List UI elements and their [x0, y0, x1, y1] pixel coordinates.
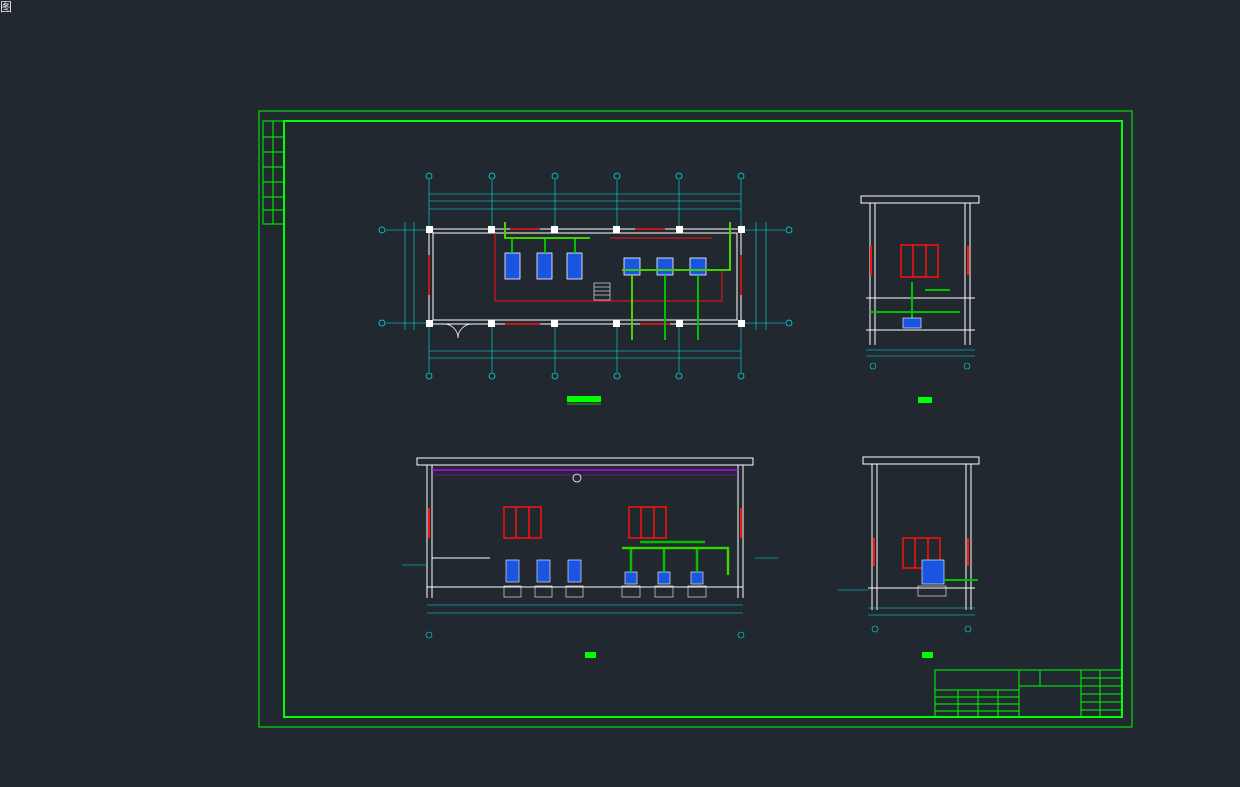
plan-axis-markers	[378, 172, 793, 380]
plan-tanks	[504, 252, 707, 280]
section-3-label	[922, 652, 933, 658]
section-2-pipes	[622, 540, 730, 575]
section-1-view[interactable]	[860, 195, 980, 403]
section-2-pumps	[624, 571, 704, 585]
plan-windows	[428, 228, 742, 325]
section-2-side-windows	[428, 508, 742, 538]
section-3-dimensions	[838, 589, 975, 633]
plan-walls	[428, 228, 742, 325]
app-corner-glyph: 图	[0, 0, 13, 14]
section-2-windows	[503, 506, 667, 539]
section-2-walls	[416, 457, 754, 598]
plan-stair	[593, 282, 611, 301]
section-2-tanks	[505, 559, 582, 583]
inner-border	[283, 120, 1123, 718]
section-2-view[interactable]	[402, 457, 778, 658]
plan-columns	[426, 226, 745, 327]
section-3-walls	[862, 456, 980, 610]
section-2-pipes-highlight	[622, 547, 729, 575]
section-1-window-panel	[900, 244, 939, 278]
section-1-window-mullions	[912, 245, 927, 277]
section-3-side-windows	[873, 538, 969, 566]
outer-border	[258, 110, 1133, 728]
section-1-pump	[902, 317, 922, 329]
plan-door	[443, 323, 473, 339]
binding-strip	[262, 120, 285, 225]
plan-view[interactable]	[378, 172, 793, 405]
section-3-pedestal	[917, 585, 947, 597]
title-block[interactable]	[934, 669, 1123, 718]
plan-pipes-highlight	[504, 222, 731, 340]
section-2-valve-symbol	[572, 473, 582, 483]
section-2-dimensions	[402, 557, 778, 639]
section-3-pump	[921, 559, 945, 585]
section-1-label	[918, 397, 932, 403]
plan-partition	[494, 233, 723, 302]
sheet-frame	[258, 110, 1133, 728]
section-1-dimensions	[866, 349, 975, 370]
section-2-pedestals	[503, 585, 707, 598]
section-3-view[interactable]	[838, 456, 980, 658]
section-1-windows	[870, 246, 969, 275]
section-2-label	[585, 652, 596, 658]
plan-dimension-lines	[386, 180, 785, 372]
plan-view-label	[567, 396, 601, 405]
